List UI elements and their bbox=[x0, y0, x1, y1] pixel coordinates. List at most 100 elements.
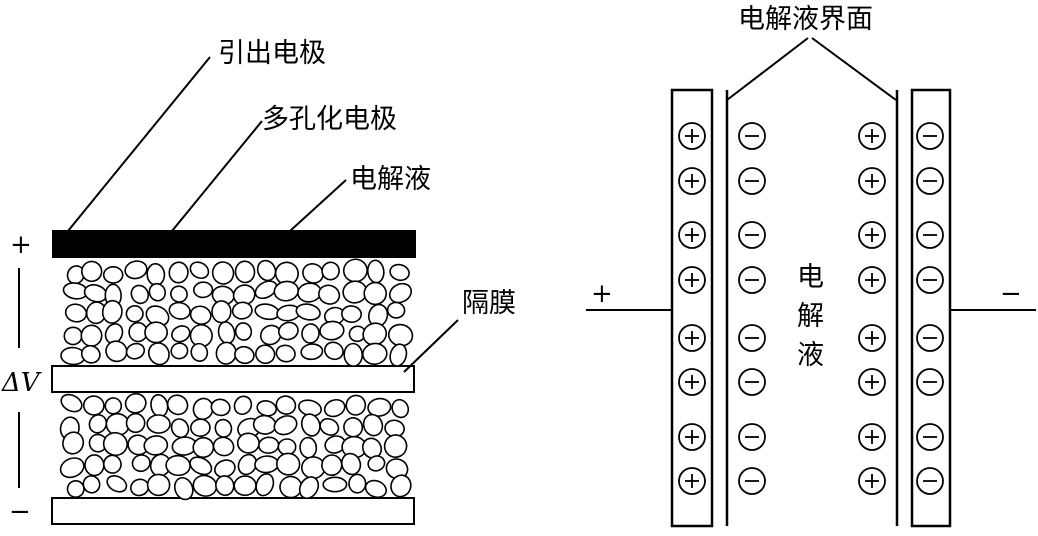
electrode-particle bbox=[295, 303, 321, 321]
electrode-particle bbox=[275, 395, 297, 415]
electrode-particle bbox=[256, 259, 277, 282]
negative-charge-icon bbox=[738, 167, 766, 195]
electrode-particle bbox=[342, 258, 368, 283]
negative-charge-icon bbox=[738, 266, 766, 294]
electrode-particle bbox=[363, 281, 388, 306]
electrode-particle bbox=[146, 473, 171, 497]
electrode-particle bbox=[383, 434, 408, 458]
positive-charge-icon bbox=[858, 167, 886, 195]
positive-charge-icon bbox=[858, 467, 886, 495]
leader-line-electrolyte bbox=[289, 179, 347, 232]
left-plus-sign: + bbox=[10, 230, 32, 260]
right-plus-sign: + bbox=[591, 279, 613, 309]
electrode-particle bbox=[302, 262, 324, 284]
left-structure-diagram: 引出电极 多孔化电极 电解液 隔膜 + ΔV − bbox=[1, 38, 516, 527]
right-minus-sign: − bbox=[1000, 279, 1022, 309]
electrode-particle bbox=[258, 436, 280, 454]
electrode-particle bbox=[299, 436, 318, 459]
electrode-particle bbox=[388, 282, 413, 304]
electrode-particle bbox=[170, 285, 188, 303]
voltage-label: ΔV bbox=[1, 368, 42, 398]
electrode-particle bbox=[389, 263, 410, 282]
electrode-particle bbox=[166, 394, 189, 416]
positive-charge-icon bbox=[678, 266, 706, 294]
electrolyte-char-1: 电 bbox=[797, 262, 824, 293]
electrode-particle bbox=[217, 321, 236, 345]
electrode-particle bbox=[146, 263, 166, 286]
electrode-particle bbox=[82, 395, 105, 416]
electrode-particle bbox=[82, 475, 101, 494]
electrode-particle bbox=[130, 284, 150, 305]
electrode-particle bbox=[366, 259, 385, 284]
positive-charge-icon bbox=[858, 368, 886, 396]
electrode-particle bbox=[255, 344, 276, 365]
electrode-particle bbox=[321, 261, 340, 281]
negative-charge-icon bbox=[738, 423, 766, 451]
negative-charge-icon bbox=[916, 266, 944, 294]
electrode-particle bbox=[105, 340, 128, 363]
electrode-particle bbox=[147, 342, 170, 366]
electrode-particle bbox=[168, 261, 189, 284]
electrode-particle bbox=[300, 413, 321, 437]
electrode-particle bbox=[80, 344, 101, 364]
electrode-particle bbox=[255, 473, 275, 497]
electrode-particle bbox=[367, 455, 386, 472]
electrode-particle bbox=[386, 301, 406, 319]
electrode-particle bbox=[254, 280, 278, 300]
label-lead-electrode: 引出电极 bbox=[218, 38, 326, 69]
electrode-particle bbox=[273, 280, 300, 302]
negative-charge-icon bbox=[916, 122, 944, 150]
electrode-particle bbox=[301, 323, 320, 344]
positive-charge-icon bbox=[858, 423, 886, 451]
electrode-particle bbox=[234, 322, 253, 341]
electrolyte-char-2: 解 bbox=[797, 301, 824, 332]
electrode-particle bbox=[173, 476, 194, 501]
left-minus-sign: − bbox=[9, 497, 31, 527]
electrode-particle bbox=[237, 453, 258, 476]
label-electrolyte: 电解液 bbox=[350, 164, 431, 195]
electrode-particle bbox=[125, 342, 146, 360]
ion-layer bbox=[678, 122, 944, 495]
electrode-particle bbox=[233, 475, 257, 497]
electrode-particle bbox=[231, 301, 253, 320]
electrode-particle bbox=[345, 394, 367, 416]
positive-charge-icon bbox=[678, 122, 706, 150]
electrode-particle bbox=[389, 343, 408, 367]
electrode-particle bbox=[362, 342, 388, 365]
electrode-particle bbox=[323, 398, 346, 418]
electrode-particle bbox=[341, 305, 362, 324]
bottom-electrode-bar bbox=[51, 497, 415, 525]
negative-charge-icon bbox=[916, 467, 944, 495]
negative-charge-icon bbox=[916, 423, 944, 451]
electrode-particle bbox=[322, 476, 348, 493]
right-electrode-plate bbox=[910, 88, 952, 528]
electrode-particle bbox=[276, 452, 301, 476]
negative-charge-icon bbox=[916, 167, 944, 195]
electrode-particle bbox=[279, 475, 303, 499]
electrode-particle bbox=[102, 265, 124, 284]
electrode-particle bbox=[189, 305, 212, 325]
electrode-particle bbox=[234, 345, 255, 365]
electrode-particle bbox=[273, 415, 298, 436]
negative-charge-icon bbox=[916, 368, 944, 396]
electrode-particle bbox=[125, 412, 146, 434]
electrode-particle bbox=[390, 474, 412, 498]
leader-line-separator bbox=[403, 319, 459, 373]
electrode-particle bbox=[125, 304, 144, 323]
positive-charge-icon bbox=[678, 423, 706, 451]
electrode-particle bbox=[343, 342, 364, 367]
electrode-particle bbox=[190, 342, 209, 362]
electrode-particle bbox=[64, 303, 88, 323]
electrode-particle bbox=[385, 458, 409, 480]
label-separator: 隔膜 bbox=[462, 288, 516, 319]
electrode-particle bbox=[256, 400, 277, 417]
negative-charge-icon bbox=[916, 324, 944, 352]
electrode-particle bbox=[190, 418, 211, 438]
electrode-particle bbox=[343, 417, 364, 438]
electrode-particle bbox=[236, 432, 260, 454]
electrode-particle bbox=[298, 476, 320, 500]
electrode-particle bbox=[124, 392, 147, 414]
electrode-particle bbox=[319, 417, 340, 436]
electrode-particle bbox=[62, 431, 85, 455]
